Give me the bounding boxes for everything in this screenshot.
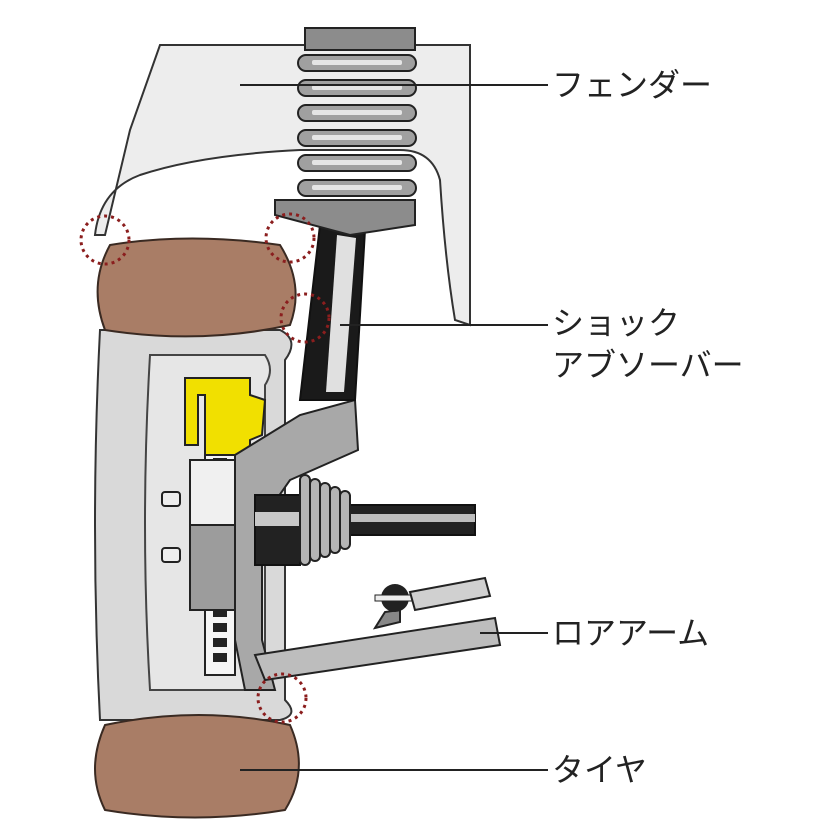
spring-coil-highlight — [312, 110, 402, 115]
contact-circle — [256, 672, 308, 724]
label-fender: フェンダー — [552, 66, 713, 104]
cv-boot-fold — [319, 482, 331, 558]
tire-top — [96, 237, 297, 338]
hub-light-block — [189, 459, 236, 526]
cv-boot-fold — [339, 490, 351, 550]
cv-boot — [299, 474, 351, 566]
hub-gray-block — [189, 524, 236, 611]
cv-boot-fold — [309, 478, 321, 562]
disc-slot — [213, 623, 227, 632]
label-shock-line2: アブソーバー — [552, 346, 744, 384]
label-tire: タイヤ — [552, 751, 648, 789]
contact-circle — [279, 292, 331, 344]
tire-bottom — [94, 714, 300, 819]
spring-coil-highlight — [312, 85, 402, 90]
cv-boot-fold — [299, 474, 311, 566]
spring-seat — [274, 199, 416, 237]
lower-arm — [253, 616, 502, 682]
stabilizer-link — [408, 576, 492, 612]
shock-absorber-highlight — [326, 235, 356, 392]
contact-circle — [79, 214, 131, 266]
spring-coil-highlight — [312, 135, 402, 140]
drive-shaft-hub-highlight — [255, 512, 300, 526]
spring-coil-highlight — [312, 160, 402, 165]
drive-shaft-highlight — [340, 514, 475, 522]
spring-coil-highlight — [312, 185, 402, 190]
spring-coil-highlight — [312, 60, 402, 65]
wheel-bolt — [161, 491, 181, 507]
ball-joint-bar — [374, 594, 416, 602]
disc-slot — [213, 653, 227, 662]
spring-top-mount — [304, 27, 416, 51]
drive-shaft-hub — [254, 494, 301, 566]
label-shock-line1: ショック — [552, 304, 681, 342]
wheel-bolt — [161, 547, 181, 563]
disc-slot — [213, 608, 227, 617]
disc-slot — [213, 638, 227, 647]
lower-arm-bracket — [372, 608, 401, 630]
cv-boot-fold — [329, 486, 341, 554]
contact-circle — [264, 212, 316, 264]
label-lower-arm: ロアアーム — [552, 614, 710, 652]
